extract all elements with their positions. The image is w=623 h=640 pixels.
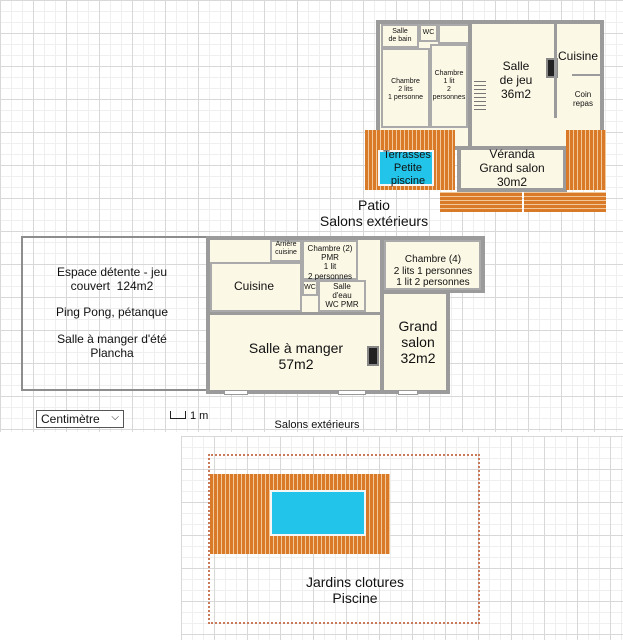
label-salle-de-bain: Salle de bain — [388, 28, 412, 44]
room-wc-top — [419, 24, 438, 42]
wall-salle-de-jeu — [468, 24, 472, 148]
label-cuisine-bottom: Cuisine — [233, 279, 275, 293]
label-terrasses: Terrasses — [383, 149, 431, 161]
wall-coin-repas — [572, 74, 600, 76]
label-cuisine-top: Cuisine — [557, 49, 599, 63]
room-wc-bottom — [302, 280, 318, 296]
scale-bar-icon — [170, 411, 186, 419]
deck-bottom-left — [440, 192, 522, 212]
room-veranda — [457, 146, 567, 192]
label-arriere-cuisine: Arrière cuisine — [275, 241, 297, 257]
label-chambre-a: Chambre 2 lits 1 personne — [387, 78, 424, 102]
label-garden: Jardins clotures Piscine — [305, 574, 405, 607]
room-chambre-4 — [384, 240, 481, 290]
unit-select[interactable]: Centimètre ⌵ — [36, 410, 124, 428]
label-grand-salon: Grand salon 32m2 — [398, 318, 438, 367]
label-salle-manger-ete: Salle à manger d'été Plancha — [57, 332, 167, 360]
label-espace-detente: Espace détente - jeu couvert 124m2 — [56, 265, 168, 293]
label-salle-eau: Salle d'eau WC PMR — [325, 282, 359, 310]
room-corridor — [438, 24, 470, 44]
window-1 — [224, 390, 248, 395]
chevron-down-icon: ⌵ — [111, 412, 119, 423]
window-3 — [398, 390, 418, 395]
garden-fence — [208, 454, 480, 624]
house-bottom-outline-salon — [380, 290, 450, 394]
label-ping-pong: Ping Pong, pétanque — [55, 305, 169, 319]
label-wc-top: WC — [422, 29, 435, 36]
label-salle-a-manger: Salle à manger 57m2 — [248, 340, 344, 373]
wall-cuisine-top — [554, 24, 557, 118]
espace-detente-outline — [21, 236, 206, 391]
label-patio: Patio Salons extérieurs — [319, 197, 429, 230]
label-chambre-4: Chambre (4) 2 lits 1 personnes 1 lit 2 p… — [393, 254, 473, 288]
label-chambre-pmr: Chambre (2) PMR 1 lit 2 personnes — [307, 244, 353, 281]
room-arriere-cuisine — [270, 240, 302, 262]
label-chambre-b: Chambre 1 lit 2 personnes — [432, 70, 466, 102]
room-salle-eau — [318, 280, 366, 312]
room-chambre-pmr — [302, 240, 358, 280]
stairs-icon — [474, 80, 486, 110]
scale-label: 1 m — [190, 410, 209, 422]
window-2 — [338, 390, 366, 395]
label-petite-piscine: Petite piscine — [390, 162, 426, 187]
room-salle-de-bain — [381, 24, 419, 48]
label-coin-repas: Coin repas — [572, 90, 593, 109]
deck-right — [566, 130, 606, 190]
petite-piscine — [378, 150, 434, 186]
fireplace-icon — [367, 346, 379, 366]
label-salle-de-jeu: Salle de jeu 36m2 — [499, 59, 533, 101]
room-chambre-b — [430, 44, 468, 128]
unit-select-value: Centimètre — [41, 412, 100, 426]
piscine — [270, 490, 366, 536]
label-salons-exterieurs: Salons extérieurs — [274, 419, 360, 431]
label-veranda: Véranda Grand salon 30m2 — [479, 147, 545, 189]
label-wc-bottom: WC — [304, 284, 316, 291]
wall-salle-a-manger — [210, 312, 380, 315]
room-chambre-a — [381, 48, 430, 128]
room-cuisine-bottom — [210, 262, 302, 312]
deck-bottom-right — [524, 192, 606, 212]
